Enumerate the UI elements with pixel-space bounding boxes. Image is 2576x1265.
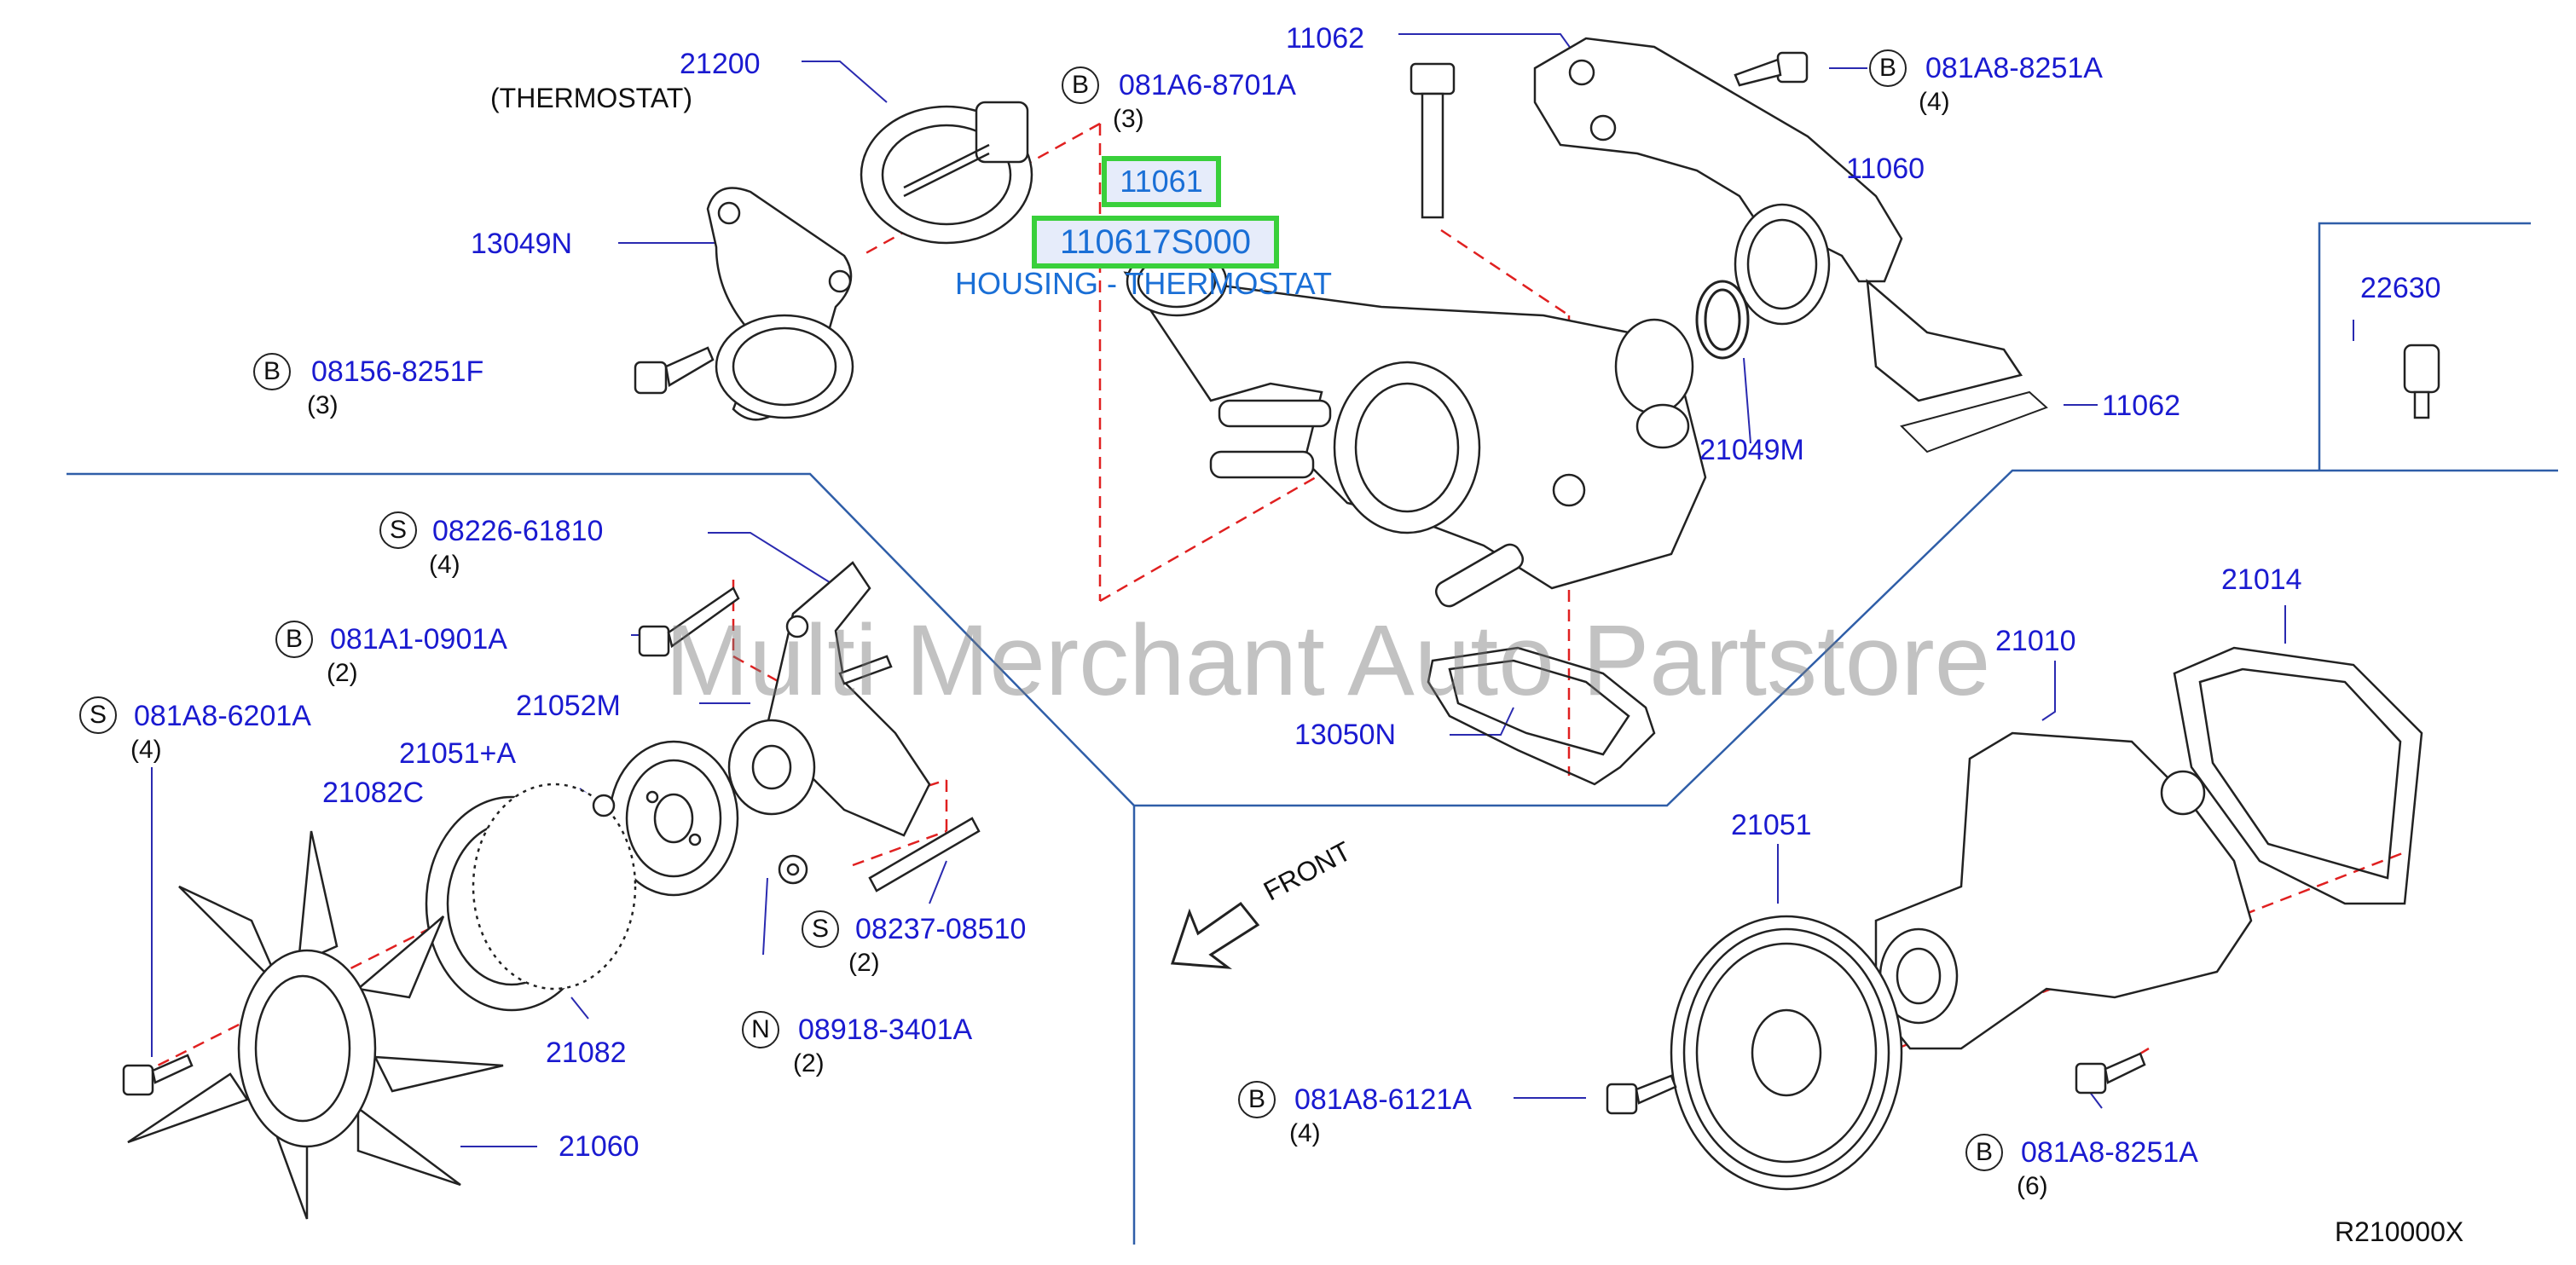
- part-21051-label[interactable]: 21051: [1731, 809, 1812, 841]
- fastener-081A8-8251A-top-label[interactable]: 081A8-8251A: [1925, 52, 2103, 84]
- fastener-badge-B: B: [253, 353, 291, 390]
- bolt-081A8-6121A: [1606, 1074, 1677, 1115]
- fastener-081A8-6201A-label[interactable]: 081A8-6201A: [134, 700, 311, 732]
- fastener-badge-N: N: [742, 1011, 779, 1048]
- fastener-qty: (2): [327, 659, 358, 687]
- fastener-qty: (3): [307, 391, 339, 419]
- watermark: Multi Merchant Auto Partstore: [665, 604, 1991, 717]
- fastener-081A6-8701A-label[interactable]: 081A6-8701A: [1119, 69, 1296, 101]
- fastener-qty: (2): [848, 949, 880, 977]
- bolt-08156-8251F: [634, 346, 715, 395]
- fastener-badge-B: B: [1062, 66, 1099, 104]
- stud-08237-08510: [868, 817, 981, 892]
- fastener-badge-S: S: [802, 910, 839, 948]
- part-22630-label[interactable]: 22630: [2360, 272, 2441, 304]
- pulley-21051A: [608, 740, 739, 897]
- fastener-badge-B: B: [1238, 1081, 1276, 1118]
- fastener-qty: (6): [2017, 1172, 2048, 1200]
- part-21051A-label[interactable]: 21051+A: [399, 737, 517, 770]
- thermostat-caption: (THERMOSTAT): [490, 83, 692, 113]
- fastener-qty: (4): [1289, 1119, 1321, 1147]
- water-pump-21010: [1874, 731, 2253, 1050]
- bolt-08226-61810: [838, 655, 893, 685]
- fan-clutch-21082: [425, 783, 637, 1012]
- gasket-21014: [2173, 646, 2423, 905]
- front-arrow: [1170, 901, 1260, 969]
- highlight-part-code[interactable]: 110617S000: [1032, 216, 1279, 269]
- fastener-badge-B: B: [1869, 49, 1907, 87]
- part-13050N-label[interactable]: 13050N: [1294, 719, 1397, 751]
- pump-pulley-21051: [1670, 915, 1903, 1191]
- part-21200-label[interactable]: 21200: [680, 48, 761, 80]
- fastener-08226-61810-label[interactable]: 08226-61810: [432, 515, 604, 547]
- fan-21060: [127, 830, 504, 1220]
- part-21082-label[interactable]: 21082: [546, 1037, 627, 1069]
- part-21010-label[interactable]: 21010: [1995, 625, 2076, 657]
- fastener-081A8-6121A-label[interactable]: 081A8-6121A: [1294, 1083, 1472, 1116]
- fastener-qty: (3): [1113, 105, 1144, 133]
- fastener-qty: (2): [793, 1049, 825, 1077]
- bolt-081A8-8251A-bottom: [2075, 1052, 2146, 1095]
- fastener-qty: (4): [1919, 88, 1950, 116]
- diagram-code: R210000X: [2335, 1216, 2464, 1247]
- part-11062-top-label[interactable]: 11062: [1286, 22, 1365, 55]
- part-21060-label[interactable]: 21060: [559, 1130, 640, 1163]
- part-11060-label[interactable]: 11060: [1846, 153, 1925, 185]
- highlight-part-no[interactable]: 11061: [1102, 156, 1221, 207]
- thermostat-cover-13049N: [706, 187, 854, 421]
- sensor-22630: [2403, 344, 2440, 419]
- fastener-081A1-0901A-label[interactable]: 081A1-0901A: [330, 623, 507, 656]
- part-21014-label[interactable]: 21014: [2221, 563, 2302, 596]
- fastener-badge-S: S: [379, 511, 417, 549]
- front-label: FRONT: [1258, 835, 1357, 907]
- bracket-21052M: [727, 561, 931, 837]
- fastener-badge-B: B: [275, 621, 313, 658]
- bolt-081A8-8251A-top: [1734, 51, 1809, 87]
- thermostat-21200: [860, 101, 1033, 245]
- part-21052M-label[interactable]: 21052M: [516, 690, 621, 722]
- nut-08918-3401A: [778, 854, 808, 885]
- fastener-qty: (4): [429, 551, 460, 579]
- fastener-badge-B: B: [1965, 1134, 2003, 1171]
- section-dividers: [67, 222, 2558, 1245]
- highlight-description: HOUSING - THERMOSTAT: [955, 266, 1333, 301]
- fastener-qty: (4): [130, 736, 162, 764]
- gasket-13050N: [1427, 646, 1656, 786]
- water-inlet-11060: [1533, 37, 2023, 402]
- fastener-08237-08510-label[interactable]: 08237-08510: [855, 913, 1027, 945]
- fastener-badge-S: S: [79, 696, 117, 734]
- fastener-08918-3401A-label[interactable]: 08918-3401A: [798, 1014, 973, 1046]
- thermostat-housing-11061: [1123, 245, 1707, 608]
- fastener-081A8-8251A-bottom-label[interactable]: 081A8-8251A: [2021, 1136, 2198, 1169]
- gasket-11062-right: [1900, 390, 2048, 453]
- nut-21082C: [592, 794, 616, 817]
- bolt-081A1-0901A: [638, 586, 740, 657]
- o-ring-21049M: [1695, 280, 1750, 360]
- part-21082C-label[interactable]: 21082C: [322, 777, 425, 809]
- part-21049M-label[interactable]: 21049M: [1699, 434, 1804, 466]
- part-13049N-label[interactable]: 13049N: [471, 228, 573, 260]
- part-11062-right-label[interactable]: 11062: [2102, 390, 2181, 422]
- fastener-08156-8251F-label[interactable]: 08156-8251F: [311, 355, 484, 388]
- bolt-081A6-8701A: [1410, 62, 1456, 219]
- bolt-081A8-6201A: [122, 1054, 194, 1096]
